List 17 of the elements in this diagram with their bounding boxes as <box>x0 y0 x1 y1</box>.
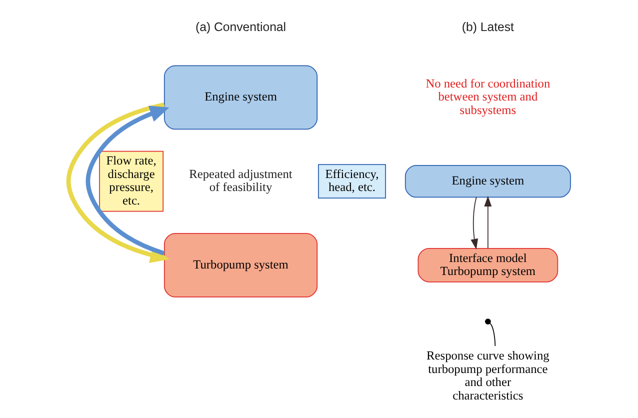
node-box: Flow rate, discharge pressure, etc. <box>98 150 164 212</box>
node-box: Engine system <box>163 65 318 130</box>
label: (a) Conventional <box>194 20 286 34</box>
node-box: Interface model Turbopump system <box>417 248 558 282</box>
node-box: Engine system <box>404 164 570 198</box>
label: Repeated adjustment of feasibility <box>188 166 292 194</box>
arrow <box>85 106 169 256</box>
node-circle <box>484 318 490 325</box>
node-box: Turbopump system <box>163 232 318 298</box>
arrow <box>484 196 492 249</box>
node-box: Efficiency, head, etc. <box>318 164 386 199</box>
arrow <box>66 102 170 264</box>
label: (b) Latest <box>461 20 514 34</box>
label: No need for coordination between system and subsystems <box>425 76 550 117</box>
node-text: Response curve showing turbopump performance and other characteristics <box>426 348 549 402</box>
connector <box>489 322 496 346</box>
arrow <box>470 196 478 250</box>
